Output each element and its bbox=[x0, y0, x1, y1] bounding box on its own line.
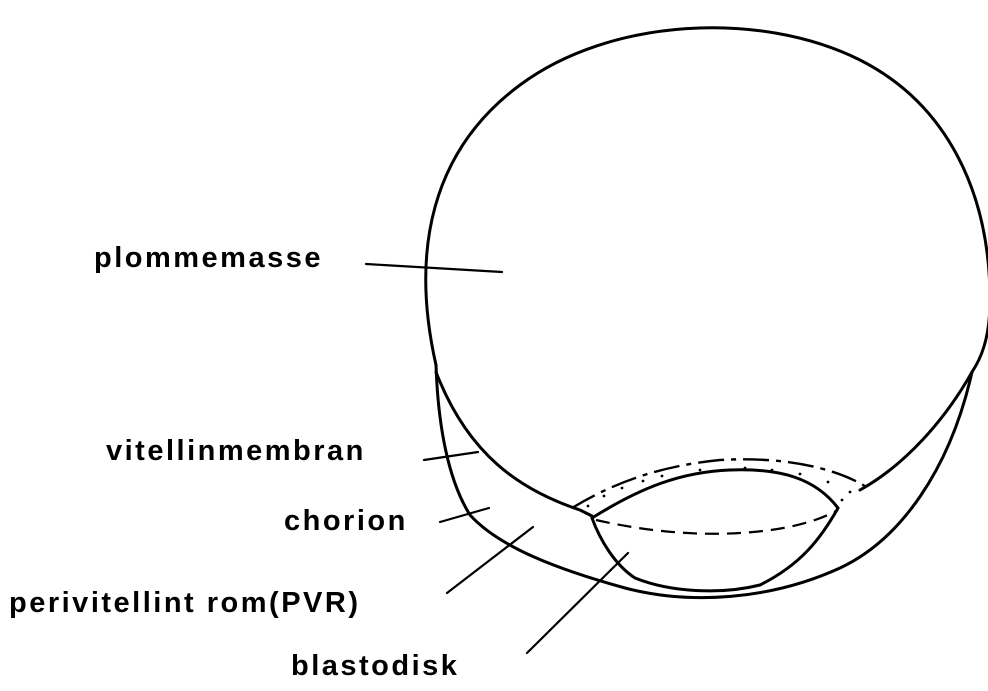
blastodisc-lower-boundary bbox=[596, 510, 838, 534]
label-perivitellint-rom: perivitellint rom(PVR) bbox=[9, 587, 361, 619]
leader-plommemasse bbox=[366, 264, 502, 272]
leader-pvr bbox=[447, 527, 533, 593]
leader-vitellinmembran bbox=[424, 452, 478, 460]
blastodisc-upper-boundary bbox=[572, 459, 868, 508]
chorion-outline bbox=[436, 365, 972, 598]
dotted-region bbox=[587, 467, 852, 508]
blastodisc-body bbox=[592, 518, 760, 591]
label-chorion: chorion bbox=[284, 505, 408, 537]
label-vitellinmembran: vitellinmembran bbox=[106, 435, 366, 467]
yolk-circle bbox=[426, 28, 988, 372]
blastodisc-dome bbox=[592, 470, 838, 518]
leader-blastodisk bbox=[527, 553, 628, 653]
label-blastodisk: blastodisk bbox=[291, 650, 459, 682]
leader-chorion bbox=[440, 508, 489, 522]
label-plommemasse: plommemasse bbox=[94, 242, 323, 274]
